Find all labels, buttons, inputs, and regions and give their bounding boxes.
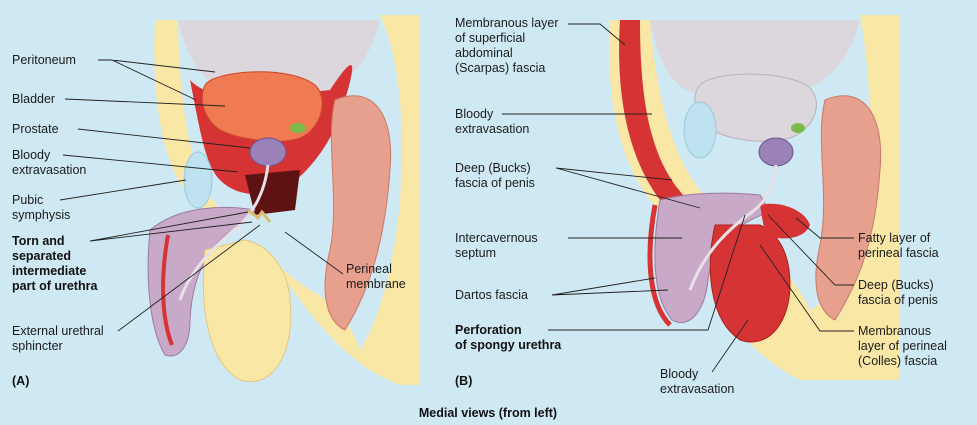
label-membranous-layer-1: Membranous layer [455, 16, 559, 30]
label-colles-2: layer of perineal [858, 339, 947, 353]
label-bloody-extravasation-2: extravasation [12, 163, 86, 177]
label-pubic-2: symphysis [12, 208, 70, 222]
panel-b-illustration [609, 15, 900, 380]
panel-a-tag: (A) [12, 374, 29, 388]
label-bloody-ext-bottom-1: Bloody [660, 367, 699, 381]
label-perforation-2: of spongy urethra [455, 338, 562, 352]
label-external-sphincter-1: External urethral [12, 324, 104, 338]
label-intercavernous-1: Intercavernous [455, 231, 538, 245]
label-deep-fascia-2: fascia of penis [455, 176, 535, 190]
label-bladder: Bladder [12, 92, 55, 106]
panel-a-prostate [250, 138, 286, 166]
panel-a-illustration [148, 15, 420, 385]
label-bloody-extravasation-1: Bloody [12, 148, 51, 162]
label-colles-1: Membranous [858, 324, 931, 338]
label-prostate: Prostate [12, 122, 59, 136]
label-fatty-layer-1: Fatty layer of [858, 231, 931, 245]
label-bloody-ext-bottom-2: extravasation [660, 382, 734, 396]
panel-b-seminal-vesicle [791, 123, 805, 133]
label-pubic-1: Pubic [12, 193, 43, 207]
label-deep-fascia-1: Deep (Bucks) [455, 161, 531, 175]
label-bloody-ext-b-2: extravasation [455, 122, 529, 136]
panel-b-pubic-symphysis [684, 102, 716, 158]
panel-b-prostate [759, 138, 793, 166]
label-external-sphincter-2: sphincter [12, 339, 63, 353]
label-deep-fascia-r-1: Deep (Bucks) [858, 278, 934, 292]
label-membranous-layer-3: abdominal [455, 46, 513, 60]
panel-a-pubic-symphysis [184, 152, 212, 208]
label-bloody-ext-b-1: Bloody [455, 107, 494, 121]
figure-caption: Medial views (from left) [419, 406, 557, 420]
label-perineal-membrane-2: membrane [346, 277, 406, 291]
leader-pubic-symphysis [60, 180, 186, 200]
panel-b-tag: (B) [455, 374, 472, 388]
label-peritoneum: Peritoneum [12, 53, 76, 67]
panel-a-rectum [325, 96, 391, 330]
label-intercavernous-2: septum [455, 246, 496, 260]
label-perforation-1: Perforation [455, 323, 522, 337]
label-membranous-layer-4: (Scarpas) fascia [455, 61, 545, 75]
label-membranous-layer-2: of superficial [455, 31, 525, 45]
label-fatty-layer-2: perineal fascia [858, 246, 939, 260]
panel-b-scrotal-extravasation [710, 225, 790, 342]
label-dartos-fascia: Dartos fascia [455, 288, 528, 302]
panel-a-seminal-vesicle [290, 123, 306, 133]
panel-a-scrotum [203, 240, 290, 382]
label-deep-fascia-r-2: fascia of penis [858, 293, 938, 307]
label-torn-4: part of urethra [12, 279, 98, 293]
label-colles-3: (Colles) fascia [858, 354, 937, 368]
label-torn-2: separated [12, 249, 71, 263]
label-torn-3: intermediate [12, 264, 86, 278]
label-perineal-membrane-1: Perineal [346, 262, 392, 276]
label-torn-1: Torn and [12, 234, 65, 248]
